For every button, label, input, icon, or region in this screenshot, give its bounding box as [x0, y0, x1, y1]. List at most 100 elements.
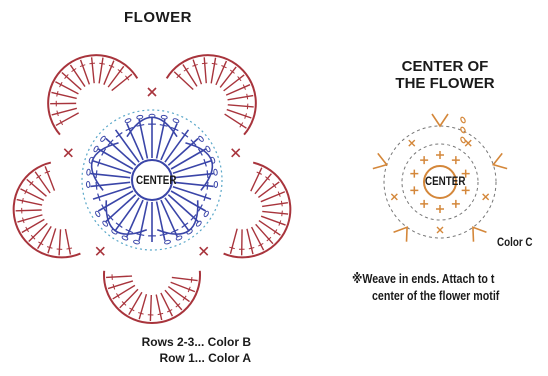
color-b-stitch-bar	[22, 198, 23, 203]
sc-mark	[148, 88, 156, 96]
color-b-stitch	[17, 200, 42, 206]
sc-mark	[64, 149, 72, 157]
color-b-stitch	[52, 108, 77, 115]
legend-row-b: Rows 2-3... Color B	[103, 334, 251, 350]
motif-x-mark	[465, 140, 471, 146]
color-b-stitch	[174, 72, 193, 90]
color-b-stitch	[106, 276, 132, 277]
color-b-stitch	[129, 292, 142, 314]
color-b-stitch-bar	[99, 63, 105, 64]
motif-v-stitch	[432, 114, 448, 126]
chain-stitch	[100, 135, 106, 142]
motif-sc-mark	[436, 151, 444, 159]
motif-sc-mark	[436, 205, 444, 213]
chain-stitch	[86, 169, 90, 175]
motif-x-mark	[391, 194, 397, 200]
color-b-stitch	[99, 58, 103, 84]
color-legend: Rows 2-3... Color B Row 1... Color A	[103, 334, 251, 366]
color-a-stitch-bar	[182, 223, 188, 228]
color-b-stitch	[228, 105, 254, 107]
color-b-stitch	[59, 229, 60, 255]
flower-center-label: CENTER	[136, 174, 176, 186]
flower-chart	[14, 55, 291, 323]
chain-stitch	[95, 210, 101, 217]
chain-stitch	[89, 157, 94, 164]
motif-sc-mark	[410, 186, 418, 194]
color-a-stitch-bar	[160, 125, 168, 127]
legend-row-a: Row 1... Color A	[103, 350, 251, 366]
color-b-stitch	[65, 229, 70, 255]
color-a-stitch-bar	[96, 170, 97, 178]
motif-sc-mark	[420, 156, 428, 164]
color-b-stitch-bar	[89, 63, 95, 64]
color-b-stitch	[183, 64, 197, 86]
color-b-stitch	[204, 57, 206, 83]
color-a-stitch-bar	[116, 223, 122, 228]
sc-mark	[96, 247, 104, 255]
color-b-stitch	[113, 285, 135, 299]
motif-sc-mark	[420, 200, 428, 208]
color-a-stitch-bar	[207, 182, 208, 190]
color-b-stitch-bar	[281, 201, 282, 207]
color-b-stitch	[108, 281, 133, 289]
color-a-stitch-bar	[160, 234, 168, 236]
motif-sc-mark	[452, 200, 460, 208]
color-b-stitch-bar	[191, 277, 192, 283]
chain-stitch	[213, 169, 217, 175]
motif-v-stitch	[394, 223, 414, 242]
color-b-stitch	[211, 58, 215, 84]
chain-stitch	[173, 118, 180, 123]
color-b-stitch	[227, 110, 252, 118]
chain-stitch	[86, 181, 90, 187]
yarn-end-mark	[460, 127, 466, 134]
color-b-stitch	[262, 211, 288, 214]
color-b-stitch-bar	[212, 63, 218, 64]
yarn-end-mark	[460, 117, 466, 124]
chain-stitch	[102, 220, 109, 227]
color-c-label: Color C	[497, 236, 533, 248]
color-b-stitch	[193, 60, 201, 85]
yarn-end-mark	[460, 137, 466, 144]
chain-stitch	[137, 115, 144, 119]
sc-mark	[232, 149, 240, 157]
color-b-stitch-bar	[67, 248, 72, 249]
color-b-stitch	[262, 203, 288, 207]
sc-mark	[200, 247, 208, 255]
chain-stitch	[214, 181, 218, 187]
motif-x-mark	[437, 227, 443, 233]
color-a-stitch-bar	[207, 170, 208, 178]
motif-x-mark	[409, 140, 415, 146]
motif-v-stitch	[491, 153, 507, 172]
motif-sc-mark	[452, 156, 460, 164]
motif-x-mark	[483, 194, 489, 200]
motif-center-label: CENTER	[425, 175, 465, 187]
color-b-stitch	[38, 226, 52, 248]
color-b-stitch	[17, 215, 42, 222]
motif-v-stitch	[466, 223, 486, 242]
color-b-stitch	[81, 60, 90, 84]
color-b-stitch-bar	[249, 248, 254, 249]
motif-v-stitch	[373, 153, 389, 172]
chain-stitch	[203, 210, 209, 217]
color-a-stitch-bar	[137, 125, 145, 127]
motif-note: ※Weave in ends. Attach to t center of th…	[352, 270, 526, 304]
color-b-stitch-bar	[229, 247, 234, 248]
color-b-stitch-bar	[158, 313, 163, 314]
color-b-stitch	[56, 113, 79, 126]
color-b-stitch	[120, 289, 138, 308]
note-line2: center of the flower motif	[372, 287, 514, 304]
color-b-stitch	[247, 229, 253, 254]
chain-stitch	[161, 115, 168, 119]
color-b-stitch	[139, 294, 146, 319]
motif-sc-mark	[410, 170, 418, 178]
color-b-stitch	[16, 210, 42, 211]
chain-stitch	[198, 135, 204, 142]
color-b-stitch	[48, 228, 56, 253]
color-b-stitch	[51, 92, 76, 98]
color-b-stitch-bar	[57, 111, 58, 116]
color-a-stitch-bar	[182, 133, 188, 138]
color-b-stitch	[70, 65, 85, 87]
chain-stitch	[196, 220, 203, 227]
color-b-stitch	[225, 114, 247, 128]
